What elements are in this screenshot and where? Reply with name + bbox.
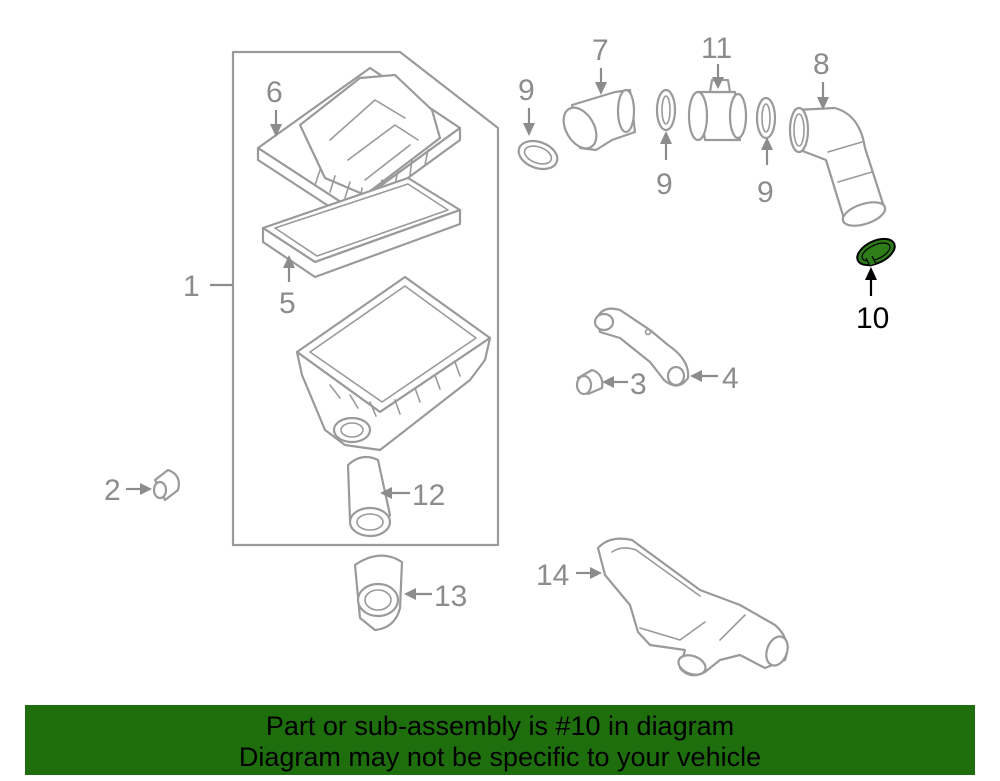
part-5-filter (261, 176, 462, 279)
callout-11: 11 (701, 32, 732, 65)
info-banner: Part or sub-assembly is #10 in diagram D… (25, 705, 975, 775)
arrow-10 (865, 267, 877, 280)
callout-8: 8 (813, 48, 830, 81)
callout-2: 2 (104, 474, 121, 507)
callout-3: 3 (630, 368, 647, 401)
callout-10: 10 (856, 302, 889, 335)
lower-housing (295, 275, 492, 452)
part-4-bracket (593, 307, 690, 387)
parts-diagram: 1 6 5 12 13 (104, 32, 896, 677)
banner-line-1: Part or sub-assembly is #10 in diagram (265, 711, 735, 741)
part-2-grommet (152, 468, 180, 502)
part-7-elbow (562, 88, 637, 152)
part-14-inlet-duct (596, 537, 789, 677)
arrow-6 (270, 124, 282, 137)
part-3-grommet (575, 368, 604, 396)
callout-9c: 9 (757, 176, 774, 209)
part-9-clamp-left (517, 139, 559, 171)
callout-9a: 9 (518, 74, 535, 107)
callout-12: 12 (412, 479, 445, 512)
part-11-maf-sensor (687, 78, 748, 142)
callout-6: 6 (266, 76, 283, 109)
part-8-intake-hose (788, 106, 887, 227)
callout-7: 7 (592, 34, 609, 67)
banner-line-2: Diagram may not be specific to your vehi… (238, 742, 762, 772)
part-9-clamp-middle (655, 88, 677, 132)
assembly-1-outline (231, 50, 500, 547)
callout-1: 1 (183, 270, 200, 303)
callout-9b: 9 (656, 168, 673, 201)
part-9-clamp-right (755, 96, 777, 140)
callout-13: 13 (434, 580, 467, 613)
callout-4: 4 (722, 362, 739, 395)
part-13-duct (353, 554, 404, 632)
part-10-clamp-highlighted (856, 237, 896, 267)
part-12-hose (346, 455, 392, 538)
callout-14: 14 (536, 559, 569, 592)
callout-5: 5 (279, 287, 296, 320)
